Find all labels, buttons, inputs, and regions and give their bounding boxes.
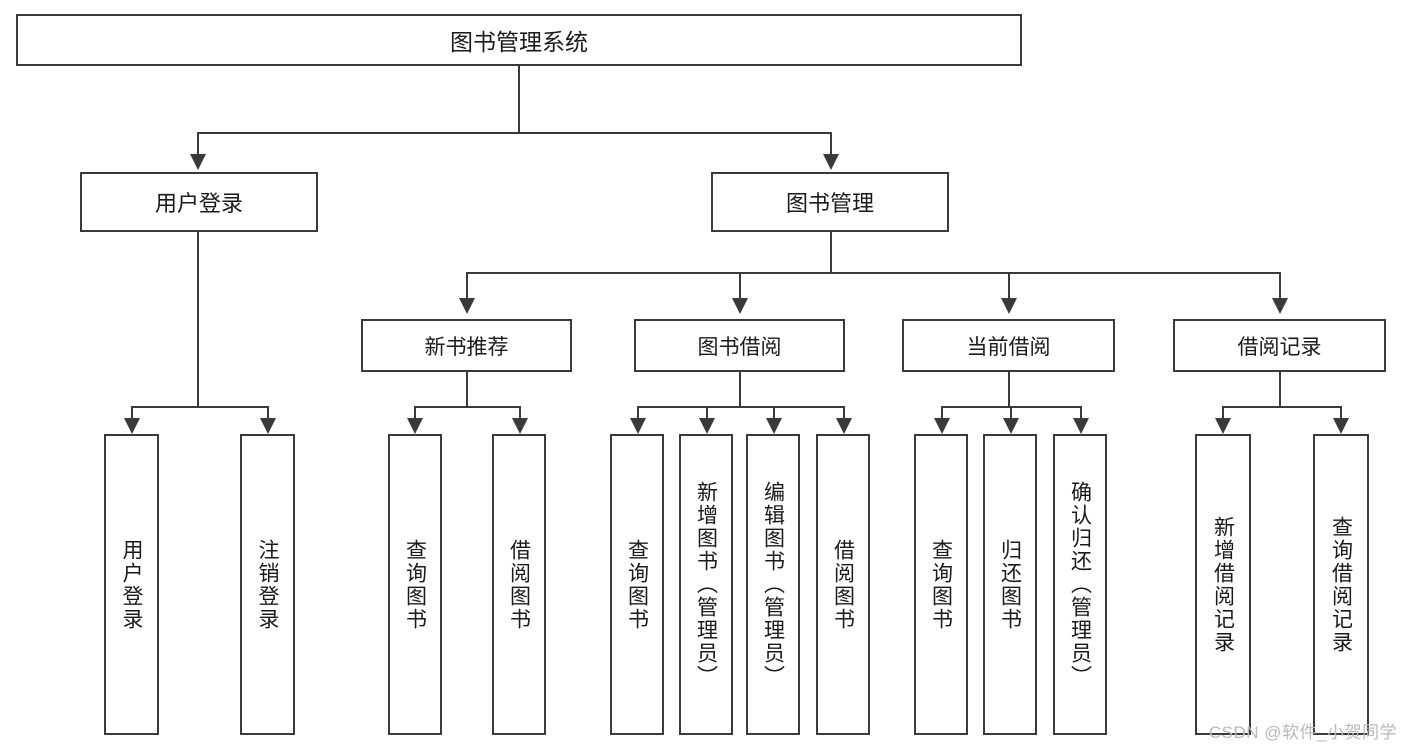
connector-current-borrow-drop-1 bbox=[941, 406, 943, 420]
connector-book-borrow-drop-4 bbox=[843, 406, 845, 420]
node-borrow-record[interactable]: 借阅记录 bbox=[1173, 319, 1386, 372]
node-leaf-query-book-2[interactable]: 查询图书 bbox=[610, 434, 664, 735]
arrow-new-book-rec-leaf-1 bbox=[407, 418, 423, 434]
connector-new-book-rec-stem bbox=[466, 372, 468, 406]
connector-book-manage-drop-2 bbox=[739, 272, 741, 300]
node-leaf-return-book[interactable]: 归还图书 bbox=[983, 434, 1037, 735]
node-borrow-record-label: 借阅记录 bbox=[1237, 335, 1322, 359]
node-leaf-confirm-return[interactable]: 确认归还（管理员） bbox=[1053, 434, 1107, 735]
node-leaf-query-record-label: 查询借阅记录 bbox=[1329, 515, 1353, 654]
arrow-borrow-record-leaf-1 bbox=[1215, 418, 1231, 434]
arrow-borrow-record-leaf-2 bbox=[1333, 418, 1349, 434]
node-user-login-label: 用户登录 bbox=[154, 191, 243, 216]
arrow-book-manage-child-1 bbox=[459, 298, 475, 314]
node-current-borrow[interactable]: 当前借阅 bbox=[902, 319, 1115, 372]
connector-book-borrow-stem bbox=[739, 372, 741, 406]
node-book-manage-label: 图书管理 bbox=[785, 191, 874, 216]
node-leaf-query-book-1-label: 查询图书 bbox=[403, 538, 427, 631]
node-root-label: 图书管理系统 bbox=[450, 29, 588, 55]
node-leaf-edit-book-label: 编辑图书（管理员） bbox=[761, 481, 785, 688]
arrow-current-borrow-leaf-2 bbox=[1003, 418, 1019, 434]
node-user-login[interactable]: 用户登录 bbox=[80, 172, 318, 232]
connector-borrow-record-bus bbox=[1222, 406, 1340, 408]
connector-root-bus bbox=[197, 132, 830, 134]
node-new-book-rec-label: 新书推荐 bbox=[424, 335, 509, 359]
arrow-book-borrow-leaf-1 bbox=[630, 418, 646, 434]
arrow-root-to-book-manage bbox=[823, 154, 839, 170]
connector-book-borrow-drop-2 bbox=[706, 406, 708, 420]
arrow-user-login-leaf-2 bbox=[260, 418, 276, 434]
arrow-root-to-user-login bbox=[190, 154, 206, 170]
node-root[interactable]: 图书管理系统 bbox=[16, 14, 1022, 66]
connector-user-login-bus bbox=[131, 406, 267, 408]
arrow-book-borrow-leaf-3 bbox=[766, 418, 782, 434]
connector-book-manage-stem bbox=[830, 232, 832, 272]
node-leaf-add-record-label: 新增借阅记录 bbox=[1211, 515, 1235, 654]
connector-user-login-drop-2 bbox=[267, 406, 269, 420]
connector-root-stem bbox=[518, 66, 520, 132]
node-leaf-edit-book[interactable]: 编辑图书（管理员） bbox=[746, 434, 800, 735]
node-leaf-add-book[interactable]: 新增图书（管理员） bbox=[679, 434, 733, 735]
connector-user-login-drop-1 bbox=[131, 406, 133, 420]
connector-book-borrow-drop-1 bbox=[637, 406, 639, 420]
connector-current-borrow-drop-2 bbox=[1010, 406, 1012, 420]
node-current-borrow-label: 当前借阅 bbox=[966, 335, 1051, 359]
arrow-current-borrow-leaf-3 bbox=[1073, 418, 1089, 434]
connector-new-book-rec-drop-2 bbox=[519, 406, 521, 420]
node-leaf-query-record[interactable]: 查询借阅记录 bbox=[1313, 434, 1369, 735]
node-book-manage[interactable]: 图书管理 bbox=[711, 172, 949, 232]
node-leaf-borrow-book-1[interactable]: 借阅图书 bbox=[492, 434, 546, 735]
node-leaf-query-book-3[interactable]: 查询图书 bbox=[914, 434, 968, 735]
arrow-book-manage-child-2 bbox=[732, 298, 748, 314]
connector-book-borrow-drop-3 bbox=[773, 406, 775, 420]
node-leaf-user-login-label: 用户登录 bbox=[120, 538, 143, 631]
connector-root-to-user-login bbox=[197, 132, 199, 154]
node-leaf-add-book-label: 新增图书（管理员） bbox=[694, 481, 718, 688]
connector-root-to-book-manage bbox=[830, 132, 832, 154]
arrow-book-borrow-leaf-2 bbox=[699, 418, 715, 434]
arrow-user-login-leaf-1 bbox=[124, 418, 140, 434]
node-leaf-user-login[interactable]: 用户登录 bbox=[104, 434, 159, 735]
node-new-book-rec[interactable]: 新书推荐 bbox=[361, 319, 572, 372]
connector-user-login-stem bbox=[197, 232, 199, 406]
connector-borrow-record-drop-2 bbox=[1340, 406, 1342, 420]
node-leaf-user-logout[interactable]: 注销登录 bbox=[240, 434, 295, 735]
arrow-new-book-rec-leaf-2 bbox=[512, 418, 528, 434]
connector-book-manage-bus bbox=[466, 272, 1280, 274]
node-book-borrow[interactable]: 图书借阅 bbox=[634, 319, 845, 372]
node-leaf-confirm-return-label: 确认归还（管理员） bbox=[1068, 481, 1092, 688]
node-leaf-query-book-1[interactable]: 查询图书 bbox=[388, 434, 442, 735]
node-leaf-borrow-book-1-label: 借阅图书 bbox=[507, 538, 531, 631]
connector-current-borrow-stem bbox=[1008, 372, 1010, 406]
node-leaf-return-book-label: 归还图书 bbox=[998, 538, 1022, 631]
connector-book-manage-drop-3 bbox=[1008, 272, 1010, 300]
arrow-book-manage-child-4 bbox=[1272, 298, 1288, 314]
arrow-book-manage-child-3 bbox=[1001, 298, 1017, 314]
connector-book-manage-drop-1 bbox=[466, 272, 468, 300]
connector-current-borrow-drop-3 bbox=[1080, 406, 1082, 420]
connector-new-book-rec-bus bbox=[414, 406, 519, 408]
arrow-book-borrow-leaf-4 bbox=[836, 418, 852, 434]
node-leaf-query-book-2-label: 查询图书 bbox=[625, 538, 649, 631]
connector-book-borrow-bus bbox=[637, 406, 845, 408]
node-leaf-query-book-3-label: 查询图书 bbox=[929, 538, 953, 631]
node-book-borrow-label: 图书借阅 bbox=[697, 335, 782, 359]
connector-book-manage-drop-4 bbox=[1279, 272, 1281, 300]
connector-new-book-rec-drop-1 bbox=[414, 406, 416, 420]
connector-borrow-record-stem bbox=[1279, 372, 1281, 406]
node-leaf-borrow-book-2[interactable]: 借阅图书 bbox=[816, 434, 870, 735]
connector-borrow-record-drop-1 bbox=[1222, 406, 1224, 420]
node-leaf-add-record[interactable]: 新增借阅记录 bbox=[1195, 434, 1251, 735]
node-leaf-user-logout-label: 注销登录 bbox=[256, 538, 279, 631]
arrow-current-borrow-leaf-1 bbox=[934, 418, 950, 434]
node-leaf-borrow-book-2-label: 借阅图书 bbox=[831, 538, 855, 631]
